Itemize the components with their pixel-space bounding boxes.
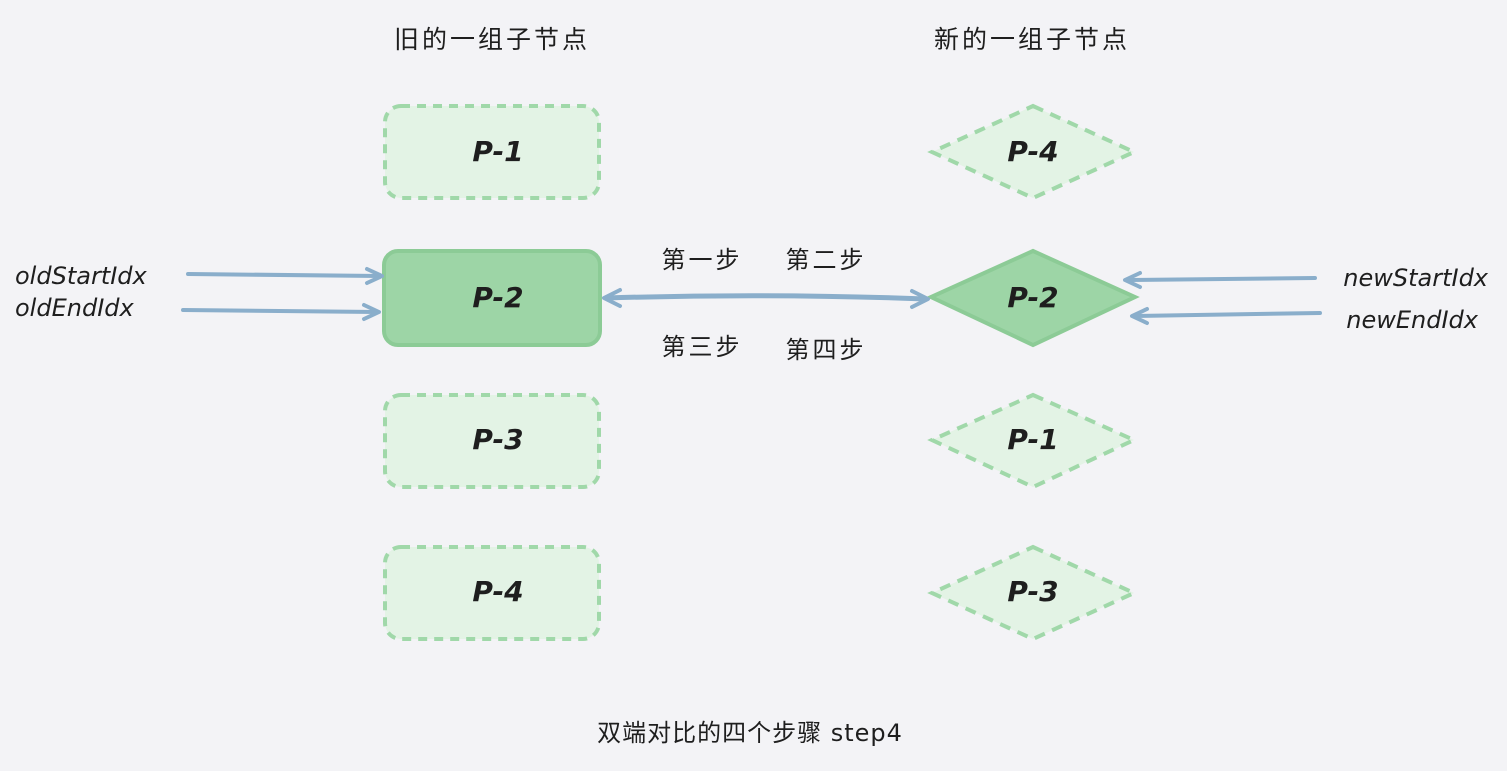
- new-node-1-label: P-4: [1007, 135, 1058, 168]
- match-arrow: [602, 288, 930, 309]
- step-2-label: 第二步: [786, 246, 867, 274]
- old-end-idx-arrow: [181, 303, 381, 321]
- new-node-4-label: P-3: [1007, 575, 1058, 608]
- old-start-idx-label: oldStartIdx: [15, 262, 148, 290]
- new-node-3: P-1: [927, 392, 1139, 490]
- new-end-idx-label: newEndIdx: [1346, 306, 1479, 334]
- diagram-caption: 双端对比的四个步骤 step4: [597, 719, 903, 747]
- old-node-3-label: P-3: [472, 423, 523, 456]
- step-4-label: 第四步: [786, 336, 867, 364]
- old-node-4: P-4: [383, 545, 601, 641]
- new-start-idx-arrow: [1123, 271, 1317, 289]
- old-node-2: P-2: [382, 249, 602, 347]
- old-node-1-label: P-1: [472, 135, 523, 168]
- old-node-2-label: P-2: [472, 281, 523, 314]
- new-node-1: P-4: [927, 103, 1139, 201]
- new-node-2: P-2: [926, 248, 1140, 348]
- new-node-2-label: P-2: [1007, 281, 1058, 314]
- step-1-label: 第一步: [662, 246, 743, 274]
- new-node-3-label: P-1: [1007, 423, 1058, 456]
- new-start-idx-label: newStartIdx: [1343, 264, 1489, 292]
- new-end-idx-arrow: [1130, 307, 1322, 325]
- old-node-1: P-1: [383, 104, 601, 200]
- old-group-heading: 旧的一组子节点: [394, 25, 590, 54]
- step-3-label: 第三步: [662, 333, 743, 361]
- old-end-idx-label: oldEndIdx: [15, 294, 135, 322]
- new-group-heading: 新的一组子节点: [934, 25, 1130, 54]
- old-start-idx-arrow: [186, 267, 384, 285]
- old-node-3: P-3: [383, 393, 601, 489]
- old-node-4-label: P-4: [472, 575, 523, 608]
- new-node-4: P-3: [927, 544, 1139, 642]
